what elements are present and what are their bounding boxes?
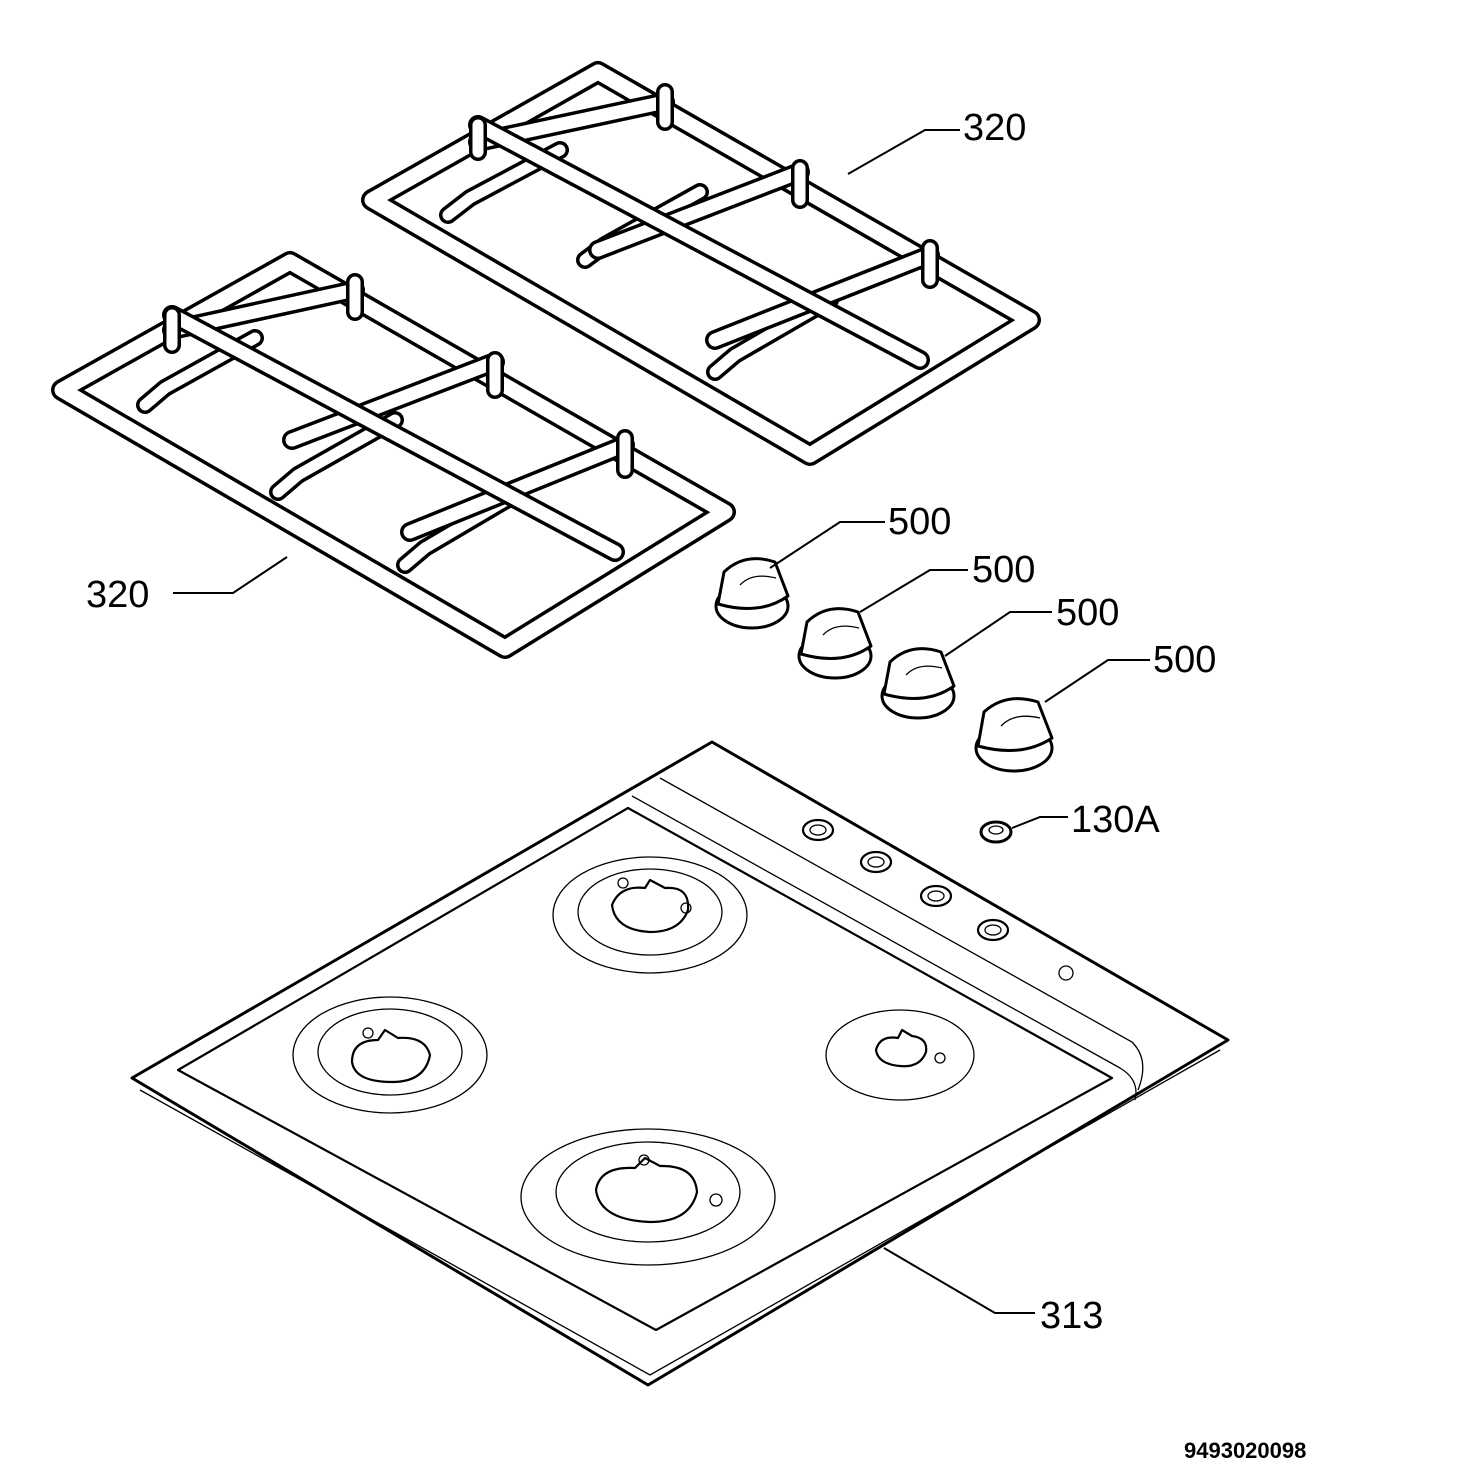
- pan-support-upper: [361, 61, 1041, 466]
- burner-opening-left: [292, 996, 488, 1114]
- ignition-hole: [1058, 965, 1074, 981]
- callout-label-hob-top: 313: [1040, 1295, 1103, 1337]
- callout-label-knob-2: 500: [972, 549, 1035, 591]
- callout-label-grate-upper: 320: [963, 107, 1026, 149]
- callout-label-knob-4: 500: [1153, 639, 1216, 681]
- knob-hole-4: [976, 918, 1010, 942]
- knob-spacer-ring: [979, 820, 1013, 844]
- burner-opening-front: [520, 1128, 776, 1266]
- pan-support-lower: [51, 251, 736, 659]
- control-knob-4: [974, 697, 1054, 773]
- burner-opening-rear: [552, 856, 748, 974]
- callout-label-knob-spacer: 130A: [1071, 799, 1160, 841]
- callout-label-knob-1: 500: [888, 501, 951, 543]
- burner-opening-right: [825, 1009, 975, 1101]
- hob-top-plate: [130, 740, 1230, 1387]
- knob-hole-3: [919, 884, 953, 908]
- control-knob-2: [797, 607, 873, 680]
- control-knob-1: [714, 557, 790, 630]
- document-number: 9493020098: [1184, 1438, 1306, 1463]
- callout-label-grate-lower: 320: [86, 574, 149, 616]
- control-knob-3: [880, 647, 956, 720]
- callout-label-knob-3: 500: [1056, 592, 1119, 634]
- leader-lines: [173, 129, 1150, 1314]
- knob-hole-1: [801, 818, 835, 842]
- knob-hole-2: [859, 850, 893, 874]
